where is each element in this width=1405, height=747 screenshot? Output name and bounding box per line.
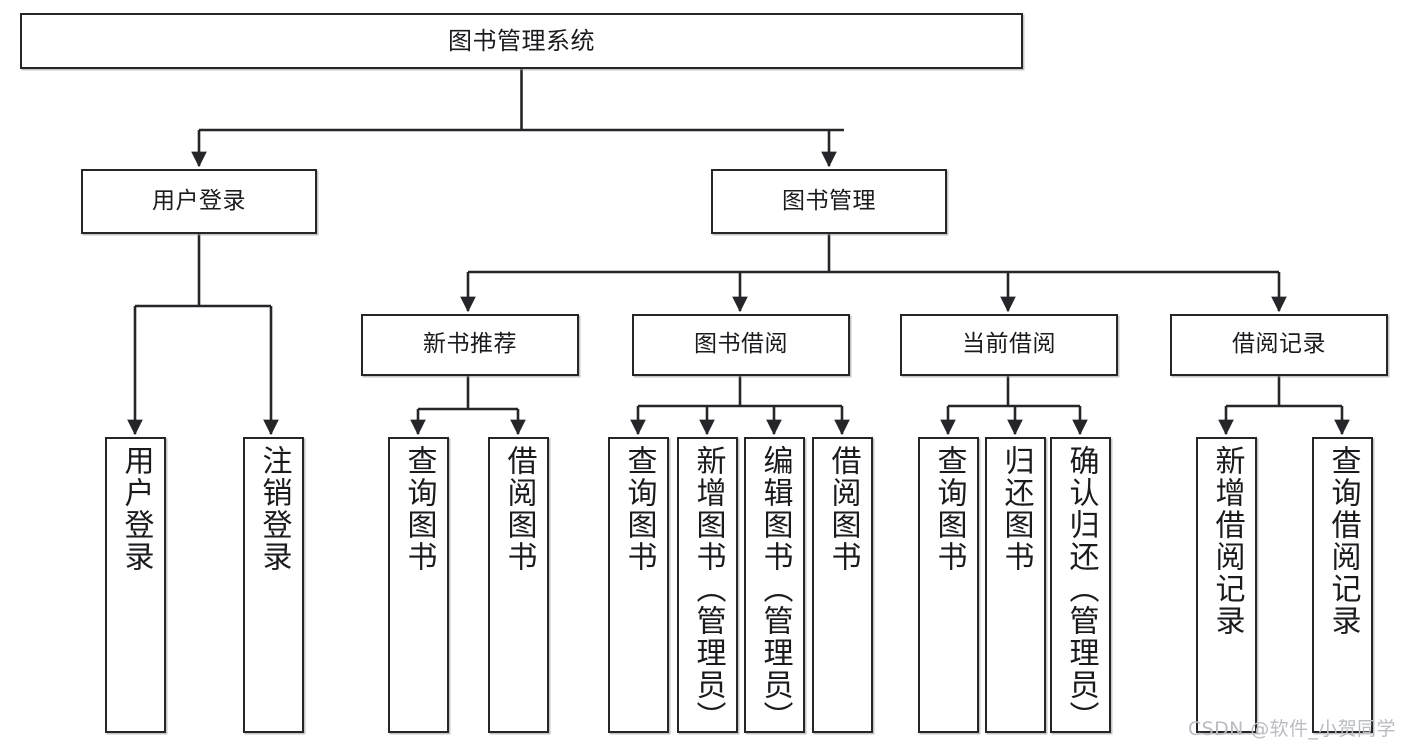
node-leaf-logout[interactable]: 注销登录 [243,437,304,733]
node-leaf-query-book-2[interactable]: 查询图书 [608,437,669,733]
node-book-borrow[interactable]: 图书借阅 [632,314,850,376]
node-leaf-query-record[interactable]: 查询借阅记录 [1312,437,1373,733]
node-label: 新增图书（管理员） [690,445,726,733]
node-leaf-confirm-return[interactable]: 确认归还（管理员） [1050,437,1111,733]
node-label: 新增借阅记录 [1209,445,1245,637]
watermark-text: CSDN @软件_小贺同学 [1188,718,1396,740]
node-label: 查询借阅记录 [1325,445,1361,637]
node-label: 当前借阅 [962,331,1056,358]
node-user-login[interactable]: 用户登录 [81,169,317,234]
node-label: 图书管理 [782,187,876,214]
node-label: 图书管理系统 [448,26,595,55]
node-label: 查询图书 [401,445,437,573]
node-leaf-query-book-3[interactable]: 查询图书 [918,437,979,733]
node-current-borrow[interactable]: 当前借阅 [900,314,1118,376]
node-label: 归还图书 [998,445,1034,573]
node-label: 用户登录 [118,445,154,573]
node-leaf-add-book[interactable]: 新增图书（管理员） [677,437,738,733]
node-label: 编辑图书（管理员） [757,445,793,733]
node-leaf-add-record[interactable]: 新增借阅记录 [1196,437,1257,733]
node-label: 借阅图书 [501,445,537,573]
node-label: 确认归还（管理员） [1063,445,1099,733]
node-leaf-borrow-book-2[interactable]: 借阅图书 [812,437,873,733]
node-label: 借阅记录 [1232,331,1326,358]
node-label: 查询图书 [621,445,657,573]
node-leaf-borrow-book-1[interactable]: 借阅图书 [488,437,549,733]
node-root-system[interactable]: 图书管理系统 [20,13,1023,69]
node-label: 借阅图书 [825,445,861,573]
node-borrow-record[interactable]: 借阅记录 [1170,314,1388,376]
node-label: 新书推荐 [423,331,517,358]
node-label: 用户登录 [152,187,246,214]
node-label: 图书借阅 [694,331,788,358]
node-leaf-user-login[interactable]: 用户登录 [105,437,166,733]
node-book-management[interactable]: 图书管理 [711,169,947,234]
node-label: 注销登录 [256,445,292,573]
node-new-book-recommend[interactable]: 新书推荐 [361,314,579,376]
node-leaf-query-book-1[interactable]: 查询图书 [388,437,449,733]
node-leaf-edit-book[interactable]: 编辑图书（管理员） [744,437,805,733]
node-leaf-return-book[interactable]: 归还图书 [985,437,1046,733]
node-label: 查询图书 [931,445,967,573]
